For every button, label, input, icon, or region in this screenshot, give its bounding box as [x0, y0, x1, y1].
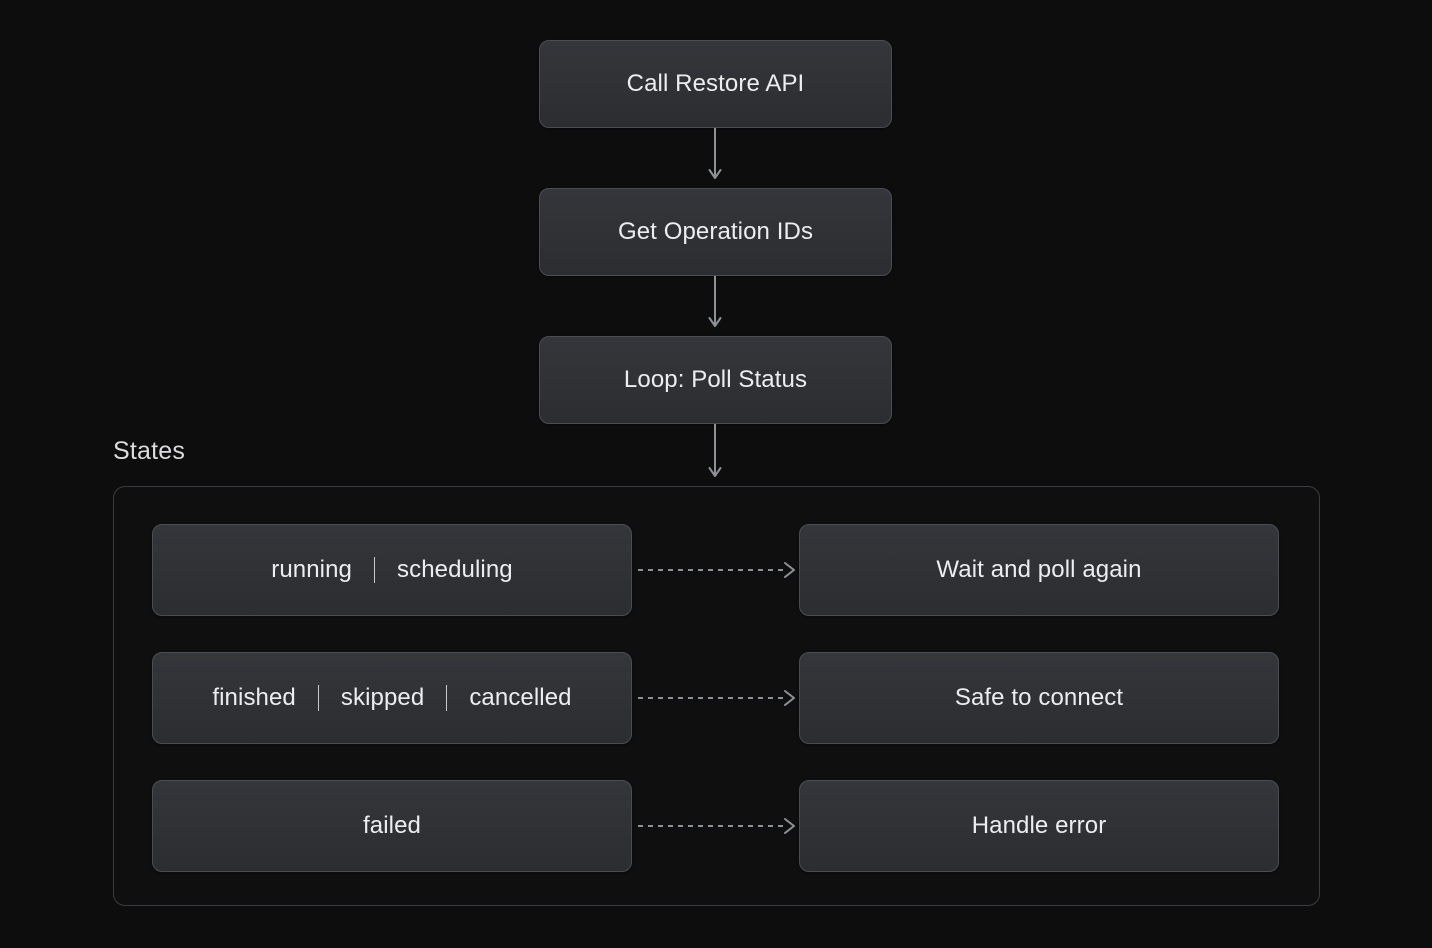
connector-running-to-wait [638, 560, 798, 580]
states-group-label: States [113, 437, 186, 465]
state-box-finished-skipped-cancelled[interactable]: finished skipped cancelled [152, 652, 632, 744]
node-loop-poll-status[interactable]: Loop: Poll Status [539, 336, 892, 424]
state-separator [374, 557, 375, 583]
node-call-restore-api[interactable]: Call Restore API [539, 40, 892, 128]
state-box-running-scheduling[interactable]: running scheduling [152, 524, 632, 616]
state-token: cancelled [469, 683, 572, 711]
connector-restore-to-opids [708, 128, 722, 188]
state-token: finished [212, 683, 296, 711]
action-box-wait-and-poll-again[interactable]: Wait and poll again [799, 524, 1279, 616]
action-box-handle-error[interactable]: Handle error [799, 780, 1279, 872]
connector-failed-to-handle-error [638, 816, 798, 836]
action-label: Wait and poll again [936, 555, 1142, 583]
state-token: running [271, 555, 352, 583]
state-token: scheduling [397, 555, 513, 583]
state-token: skipped [340, 683, 425, 711]
action-box-safe-to-connect[interactable]: Safe to connect [799, 652, 1279, 744]
state-token: failed [363, 811, 421, 839]
node-label: Get Operation IDs [617, 217, 814, 245]
connector-finished-to-safe [638, 688, 798, 708]
connector-opids-to-loop [708, 276, 722, 336]
state-box-failed[interactable]: failed [152, 780, 632, 872]
node-label: Call Restore API [626, 69, 805, 97]
action-label: Handle error [971, 811, 1107, 839]
connector-loop-to-states [708, 424, 722, 486]
node-label: Loop: Poll Status [623, 365, 808, 393]
state-separator [317, 685, 319, 711]
action-label: Safe to connect [954, 683, 1124, 711]
node-get-operation-ids[interactable]: Get Operation IDs [539, 188, 892, 276]
state-separator [446, 685, 448, 711]
